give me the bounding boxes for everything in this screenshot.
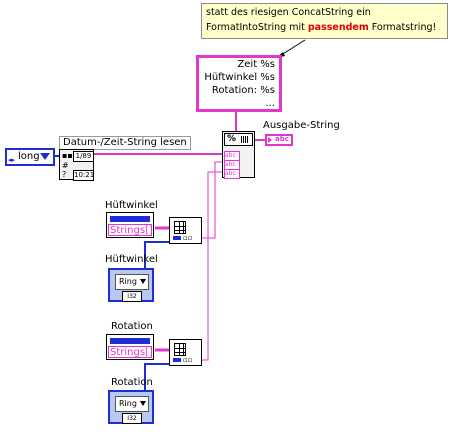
index-terminal-icon bbox=[173, 358, 181, 362]
comment-line-2-before: FormatIntoString mit bbox=[206, 22, 308, 33]
index-dots-icon: ▫▫ bbox=[183, 234, 193, 242]
huft-ring-label: Hüftwinkel bbox=[105, 254, 158, 265]
enum-arrows-icon: ◂▸ bbox=[8, 156, 16, 164]
chevron-down-icon[interactable] bbox=[40, 153, 50, 160]
date-icon: 1/89 bbox=[73, 151, 94, 162]
wire-huft-element[interactable] bbox=[202, 161, 222, 239]
comment-note: statt des riesigen ConcatString ein Form… bbox=[201, 3, 448, 39]
output-type-text: abc bbox=[275, 135, 289, 143]
huft-ring-selector[interactable]: Ring bbox=[115, 274, 149, 290]
rot-ring-control[interactable]: Ring I32 bbox=[108, 390, 154, 424]
huft-array-label: Hüftwinkel bbox=[105, 200, 158, 211]
arrow-right-icon bbox=[268, 137, 272, 143]
array-bar-icon bbox=[110, 338, 150, 344]
rot-array-type: Strings[] bbox=[108, 346, 153, 358]
format-line-1: Zeit %s bbox=[237, 59, 275, 70]
huft-ring-text: Ring bbox=[119, 277, 137, 286]
format-node-grid-icon bbox=[241, 136, 249, 143]
format-node-header: % bbox=[224, 133, 253, 146]
index-dots-icon: ▫▫ bbox=[183, 356, 193, 364]
index-terminal-icon bbox=[173, 236, 181, 240]
datetime-help-icon: ? bbox=[62, 170, 67, 179]
huft-ring-control[interactable]: Ring I32 bbox=[108, 268, 154, 302]
chevron-down-icon bbox=[140, 401, 146, 406]
format-line-3: Rotation: %s bbox=[211, 85, 275, 96]
rot-ring-selector[interactable]: Ring bbox=[115, 396, 149, 412]
huft-ring-type: I32 bbox=[122, 291, 142, 302]
format-node-symbol: % bbox=[227, 134, 237, 144]
datetime-format-icon: ▪▪ bbox=[62, 151, 73, 160]
huft-index-array-node[interactable]: ▫▫ bbox=[169, 217, 202, 244]
datetime-seconds-icon: # bbox=[62, 161, 69, 170]
datetime-node[interactable]: ▪▪ 1/89 # ? 10:21 bbox=[59, 149, 95, 181]
comment-line-2-after: Formatstring! bbox=[368, 22, 437, 33]
rot-ring-label: Rotation bbox=[111, 377, 153, 388]
enum-control[interactable]: ◂▸ long bbox=[5, 148, 55, 166]
huft-array-control[interactable]: Strings[] bbox=[106, 212, 154, 238]
rot-index-array-node[interactable]: ▫▫ bbox=[169, 339, 202, 366]
wire-rot-element[interactable] bbox=[202, 171, 222, 361]
enum-value: long bbox=[18, 151, 40, 162]
format-input-3: abc bbox=[224, 169, 240, 179]
chevron-down-icon bbox=[140, 279, 146, 284]
index-array-icon bbox=[174, 221, 186, 234]
format-string-constant[interactable]: Zeit %s Hüftwinkel %s Rotation: %s ... bbox=[196, 55, 282, 112]
rot-array-label: Rotation bbox=[111, 321, 153, 332]
rot-array-control[interactable]: Strings[] bbox=[106, 334, 154, 360]
format-line-4: ... bbox=[265, 98, 275, 109]
time-icon: 10:21 bbox=[73, 170, 95, 181]
comment-highlight: passendem bbox=[307, 22, 369, 33]
output-label: Ausgabe-String bbox=[263, 120, 340, 131]
format-line-2: Hüftwinkel %s bbox=[204, 72, 275, 83]
rot-ring-text: Ring bbox=[119, 399, 137, 408]
array-bar-icon bbox=[110, 216, 150, 222]
format-into-string-node[interactable]: % abc abc abc bbox=[222, 131, 255, 179]
comment-line-2: FormatIntoString mit passendem Formatstr… bbox=[206, 20, 443, 35]
huft-array-type: Strings[] bbox=[108, 224, 153, 236]
index-array-icon bbox=[174, 343, 186, 356]
rot-ring-type: I32 bbox=[122, 413, 142, 424]
datetime-node-label: Datum-/Zeit-String lesen bbox=[59, 136, 191, 150]
comment-line-1: statt des riesigen ConcatString ein bbox=[206, 7, 371, 18]
output-indicator[interactable]: abc bbox=[265, 134, 293, 146]
